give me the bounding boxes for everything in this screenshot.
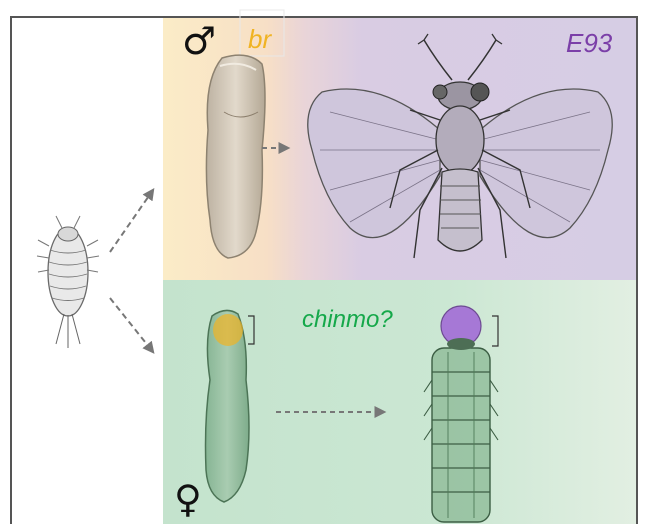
larva-icon [37, 216, 99, 348]
arrow-to-female [110, 298, 153, 352]
arrow-to-male [110, 190, 153, 252]
male-pupa-icon [206, 55, 265, 258]
female-symbol: ♀ [174, 480, 202, 518]
br-expression-spot [213, 314, 243, 346]
female-pupa-icon [206, 310, 255, 502]
female-adult-icon [424, 306, 498, 522]
male-symbol: ♂ [182, 22, 216, 60]
chinmo-gene-label: chinmo? [302, 308, 393, 332]
female-adult-bracket [492, 316, 498, 346]
winged-male-adult-icon [308, 34, 612, 258]
br-gene-label: br [248, 26, 271, 52]
e93-gene-label: E93 [566, 30, 612, 56]
female-pupa-bracket [248, 316, 254, 344]
